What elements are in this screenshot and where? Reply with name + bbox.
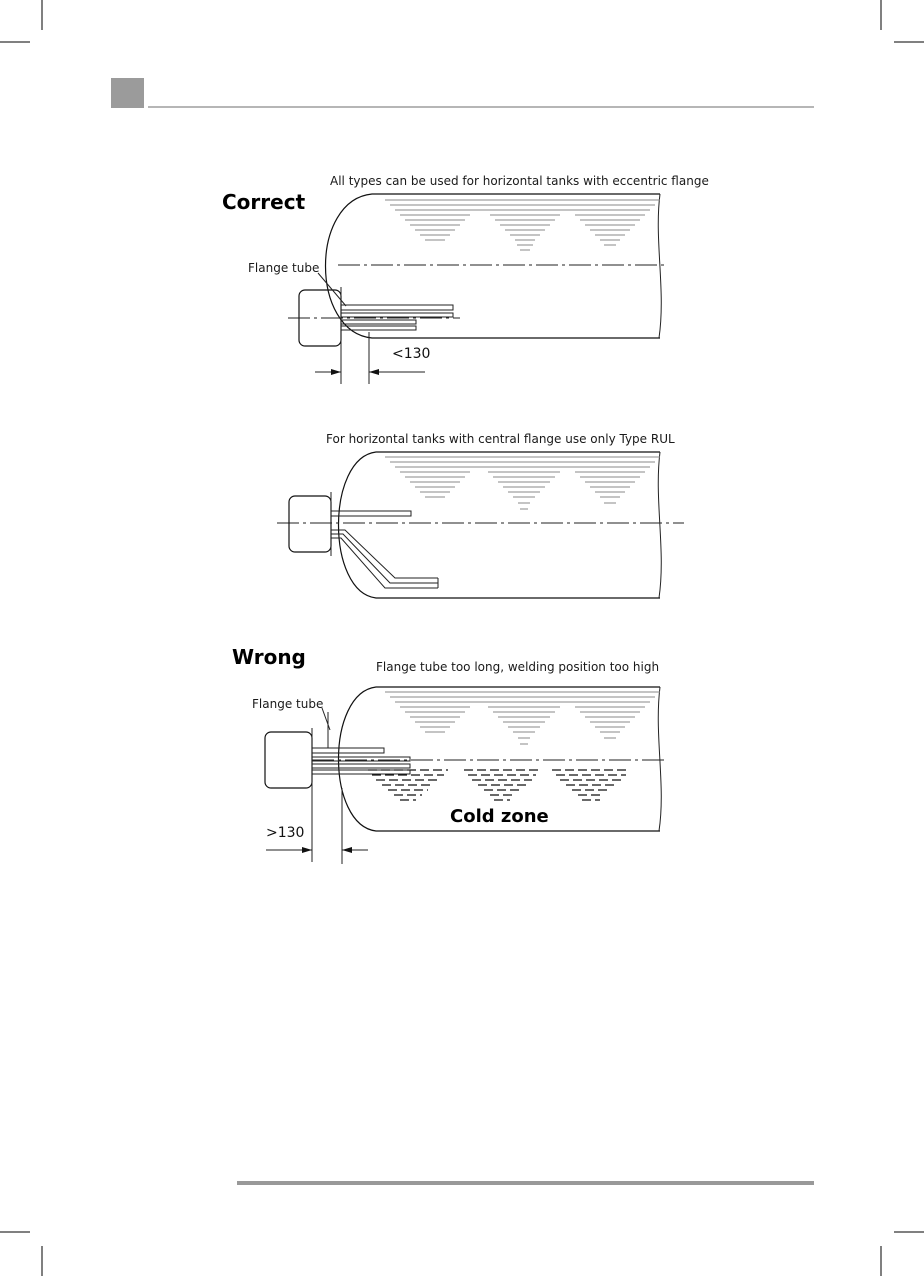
dimension-greater-130: >130 <box>266 788 368 864</box>
section-marker <box>111 78 144 108</box>
central-caption: For horizontal tanks with central flange… <box>326 432 675 446</box>
flange-tube-label: Flange tube <box>248 261 319 275</box>
correct-section: Correct All types can be used for horizo… <box>222 174 709 384</box>
liquid-waves <box>385 692 660 744</box>
flange-tube-label: Flange tube <box>252 697 323 711</box>
tank-outline <box>326 194 661 338</box>
tank-outline <box>339 452 661 598</box>
heating-elements <box>341 305 453 330</box>
correct-caption: All types can be used for horizontal tan… <box>330 174 709 188</box>
tank-cut-end <box>658 452 661 598</box>
heating-elements <box>312 748 410 774</box>
cold-zone-label: Cold zone <box>450 806 549 827</box>
central-section: For horizontal tanks with central flange… <box>277 432 684 598</box>
heater-head <box>289 496 331 552</box>
flange-tube-leader <box>322 708 330 730</box>
wrong-caption: Flange tube too long, welding position t… <box>376 660 659 674</box>
tank-cut-end <box>658 194 661 338</box>
correct-heading: Correct <box>222 190 306 214</box>
dimension-less-130: <130 <box>315 332 430 384</box>
wrong-heading: Wrong <box>232 645 306 669</box>
liquid-waves <box>385 200 660 250</box>
dimension-text: >130 <box>266 825 304 841</box>
heater-head <box>265 732 312 788</box>
dimension-text: <130 <box>392 346 430 362</box>
tank-cut-end <box>658 687 661 831</box>
wrong-section: Wrong Flange tube too long, welding posi… <box>232 645 666 864</box>
liquid-waves <box>385 457 660 509</box>
